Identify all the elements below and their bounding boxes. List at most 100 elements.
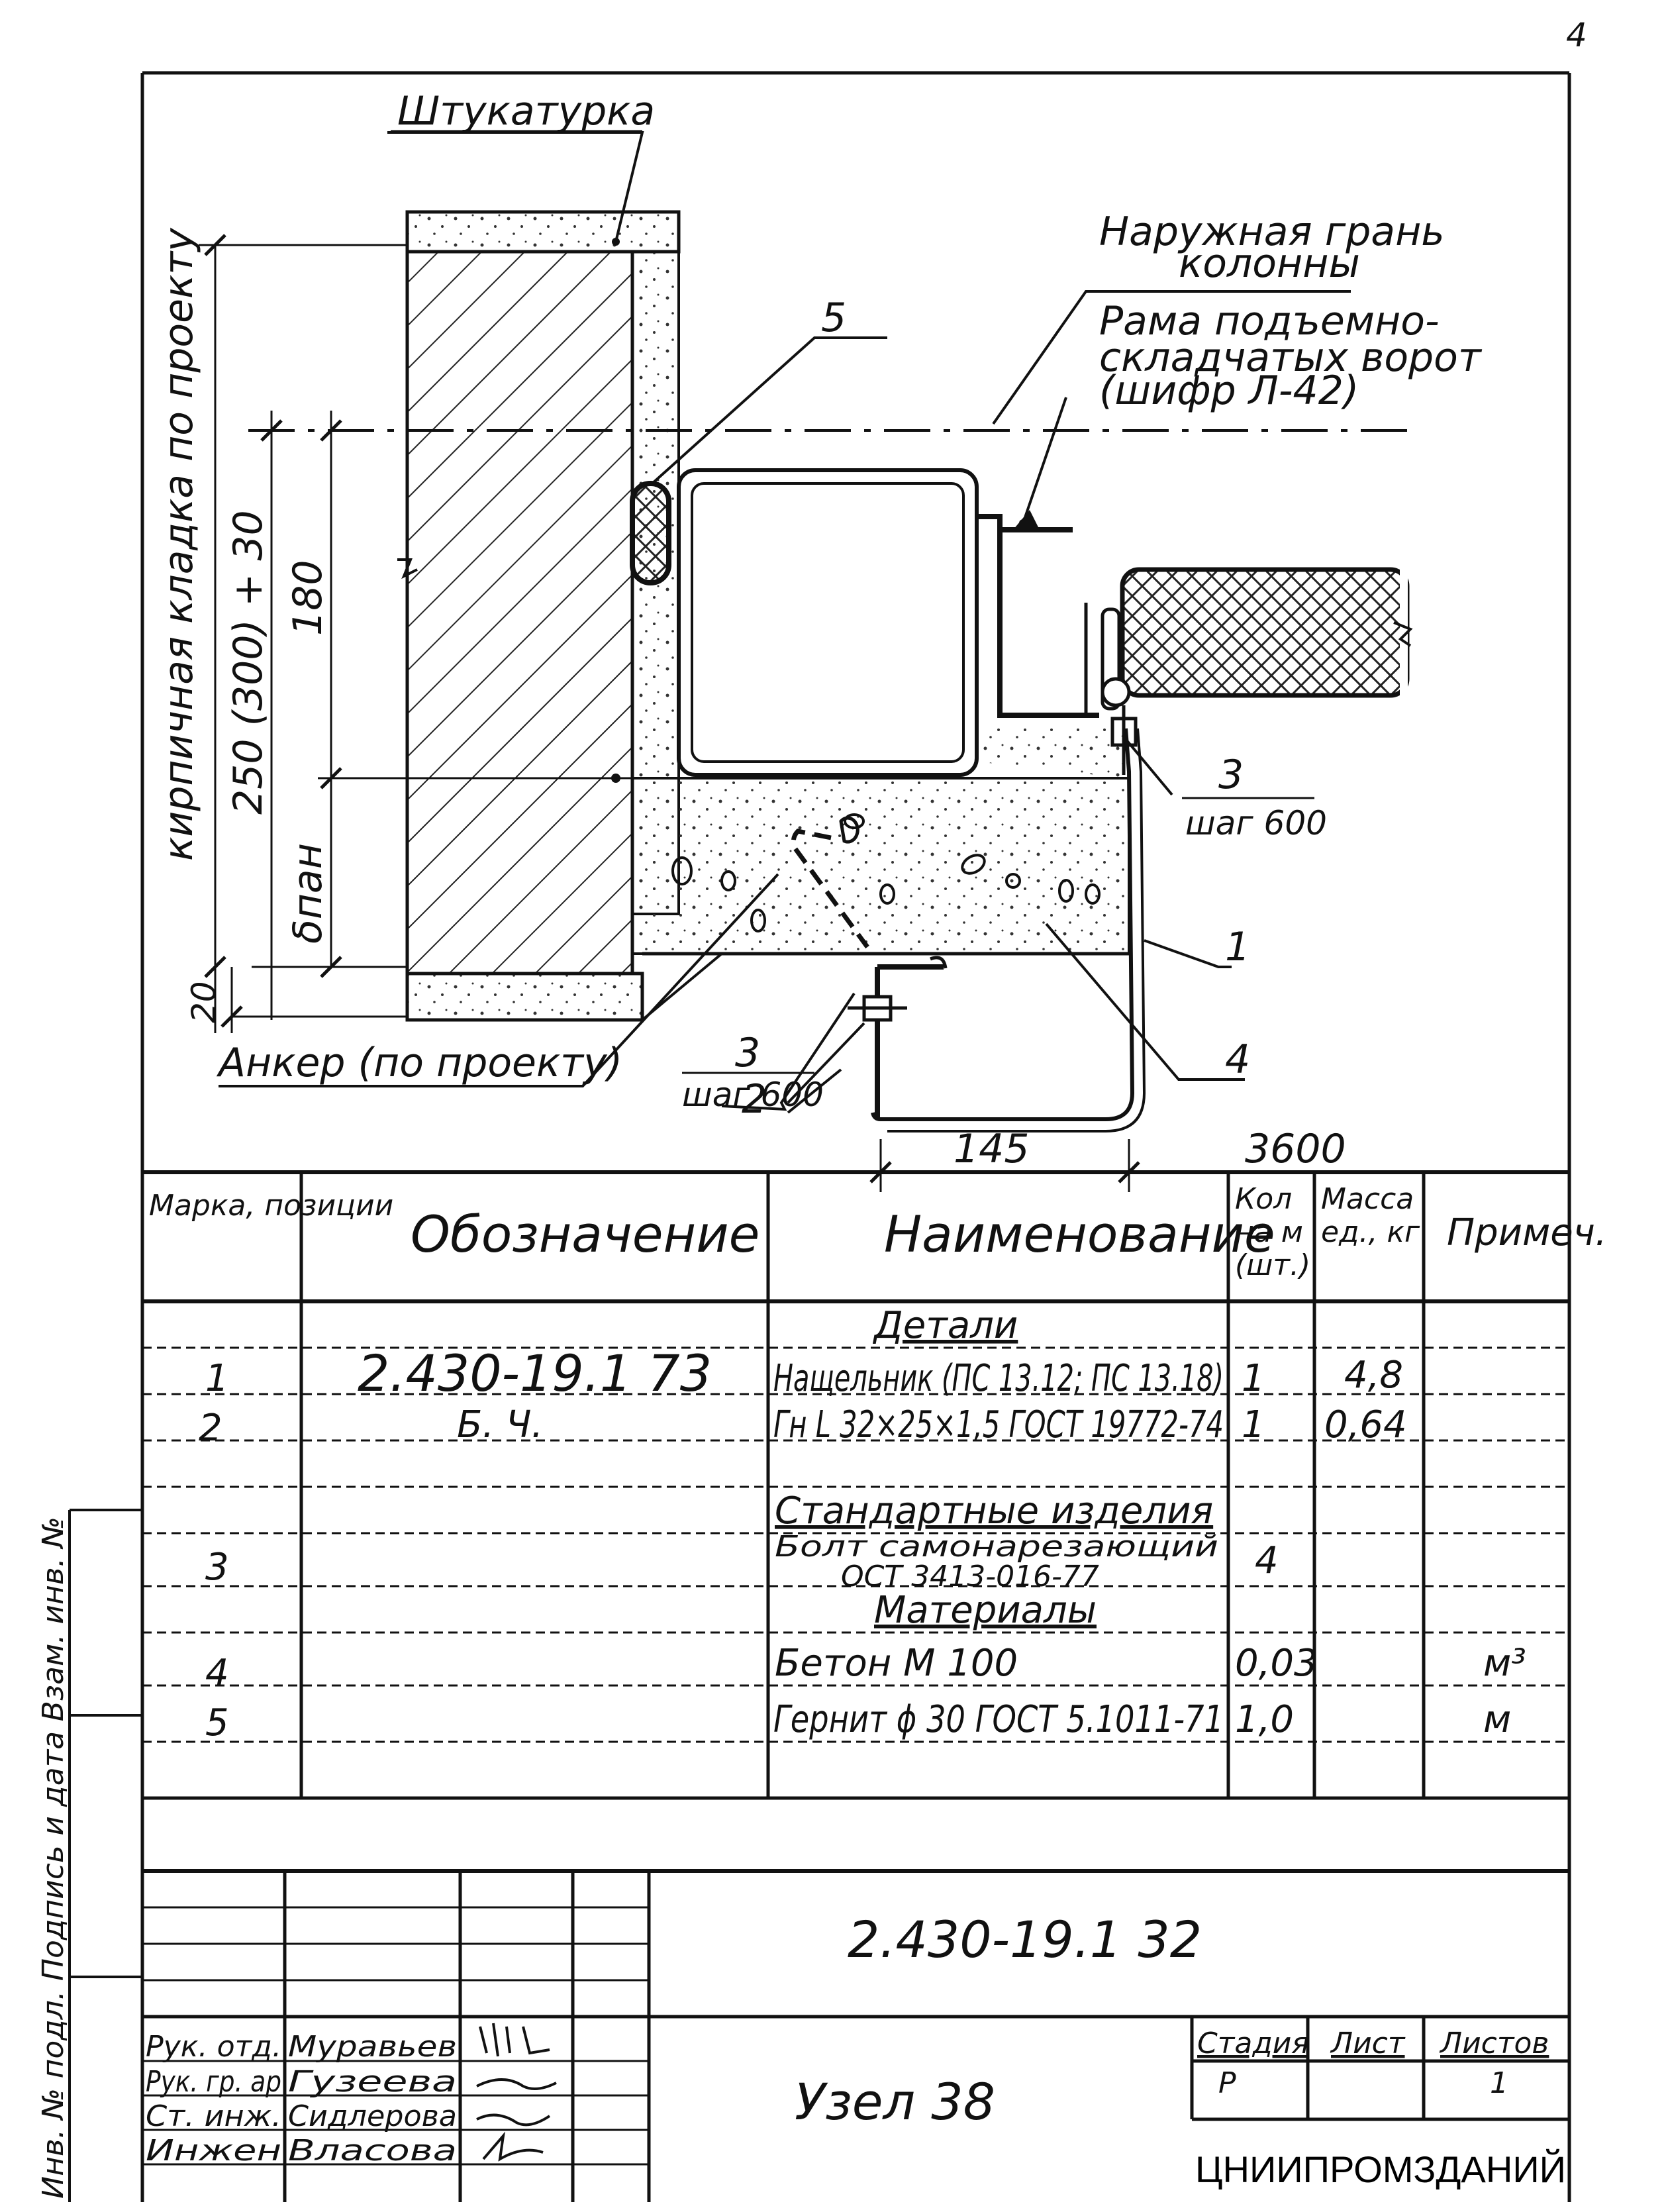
sig3-role: Ст. инж. xyxy=(146,2099,281,2133)
leader-3-right xyxy=(1121,734,1173,796)
row5-note: м xyxy=(1483,1698,1511,1741)
label-masonry: кирпичная кладка по проекту xyxy=(156,227,202,861)
label-frame-3: (шифр Л-42) xyxy=(1099,368,1359,414)
break-line xyxy=(397,558,418,579)
row4-qty: 0,03 xyxy=(1235,1642,1318,1685)
title-block-text: 2.430-19.1 32 Узел 38 Стадия Лист Листов… xyxy=(146,1910,1566,2190)
angle-profile xyxy=(875,964,944,1119)
sheets-label: Листов xyxy=(1439,2027,1549,2060)
leader-plaster xyxy=(387,131,644,242)
node-title: Узел 38 xyxy=(795,2072,995,2131)
gasket xyxy=(630,481,671,585)
bolt-bottom xyxy=(848,995,907,1022)
label-frame-2: складчатых ворот xyxy=(1099,334,1483,381)
cover-strip xyxy=(871,728,1135,1121)
dim-3600: 3600 xyxy=(1245,1126,1346,1172)
spec-sections: Детали Стандартные изделия Материалы xyxy=(775,1304,1213,1632)
row1-mass: 4,8 xyxy=(1344,1354,1403,1397)
row2-mark: 2 xyxy=(199,1407,222,1450)
sig4-name: Власова xyxy=(288,2134,457,2168)
plaster-top xyxy=(405,210,681,254)
row3-name: Болт самонарезающий xyxy=(775,1530,1218,1564)
row1-name: Нащельник (ПС 13.12; ПС 13.18) xyxy=(773,1357,1224,1400)
dim-pan: δпан xyxy=(285,843,331,944)
frame-flange xyxy=(977,514,1099,718)
stage-label: Стадия xyxy=(1197,2027,1309,2060)
label-step-right: шаг 600 xyxy=(1185,804,1327,842)
leader-2b xyxy=(787,1022,865,1104)
leader-outer-face xyxy=(992,290,1351,425)
section-standard: Стандартные изделия xyxy=(775,1489,1213,1533)
sheet-frame xyxy=(140,71,1571,2202)
label-pos-4: 4 xyxy=(1225,1036,1250,1083)
label-pos-2: 2 xyxy=(742,1076,767,1123)
header-designation: Обозначение xyxy=(411,1205,760,1264)
section-materials: Материалы xyxy=(874,1589,1097,1632)
spec-table xyxy=(142,1170,1569,1873)
leader-1 xyxy=(1144,939,1232,968)
dim-20: 20 xyxy=(185,981,223,1023)
row4-note: м³ xyxy=(1483,1642,1526,1685)
header-qty-2: на м xyxy=(1235,1215,1303,1249)
gate-panel xyxy=(1120,567,1410,698)
row4-mark: 4 xyxy=(205,1652,229,1695)
section-drawing xyxy=(199,131,1430,1192)
header-name: Наименование xyxy=(884,1205,1275,1264)
title-block xyxy=(142,1871,1569,2202)
label-pos-1: 1 xyxy=(1225,924,1250,970)
label-plaster: Штукатурка xyxy=(397,88,655,134)
leader-frame xyxy=(1022,397,1067,524)
sheet-label: Лист xyxy=(1330,2027,1406,2060)
sig3-name: Сидлерова xyxy=(288,2099,457,2133)
sig1-role: Рук. отд. xyxy=(146,2030,281,2064)
dim-180: 180 xyxy=(285,560,331,636)
spec-headers: Марка, позиции Обозначение Наименование … xyxy=(149,1182,1607,1282)
header-mass-2: ед., кг xyxy=(1321,1215,1420,1249)
header-note: Примеч. xyxy=(1447,1211,1607,1254)
row5-qty: 1,0 xyxy=(1235,1698,1294,1741)
brick-wall xyxy=(405,250,634,976)
anchor xyxy=(791,829,869,949)
leader-5 xyxy=(651,336,887,485)
row2-qty: 1 xyxy=(1242,1403,1265,1446)
row5-name: Гернит ϕ 30 ГОСТ 5.1011-71 xyxy=(773,1698,1224,1741)
label-outer-face-1: Наружная грань xyxy=(1099,209,1445,255)
sheets-value: 1 xyxy=(1490,2066,1508,2100)
label-outer-face-2: колонны xyxy=(1179,240,1360,287)
margin-stamp-text: Инв. № подл. Подпись и дата Взам. инв. № xyxy=(36,1517,70,2199)
leader-plaster-bottom xyxy=(641,952,723,1021)
row4-name: Бетон М 100 xyxy=(775,1642,1018,1685)
row3-qty: 4 xyxy=(1255,1539,1279,1582)
label-anchor: Анкер (по проекту) xyxy=(216,1040,622,1086)
row2-mass: 0,64 xyxy=(1324,1403,1407,1446)
header-qty-3: (шт.) xyxy=(1235,1248,1310,1282)
row5-mark: 5 xyxy=(205,1701,229,1744)
label-pos-3-right: 3 xyxy=(1218,752,1244,798)
concrete-block xyxy=(631,777,1130,955)
label-frame-1: Рама подъемно- xyxy=(1099,298,1440,344)
handwritten-signatures xyxy=(476,2023,557,2162)
doc-code: 2.430-19.1 32 xyxy=(848,1910,1202,1969)
margin-stamp xyxy=(68,1509,142,2202)
org-name: ЦНИИПРОМЗДАНИЙ xyxy=(1195,2148,1566,2190)
row1-mark: 1 xyxy=(205,1357,229,1400)
label-pos-3-bottom: 3 xyxy=(735,1030,760,1076)
sig2-name: Гузеева xyxy=(288,2065,457,2099)
sig2-role: Рук. гр. ар xyxy=(146,2065,281,2099)
header-qty-1: Кол xyxy=(1235,1182,1292,1216)
leader-anchor xyxy=(219,873,779,1087)
section-details: Детали xyxy=(872,1304,1018,1347)
leader-2 xyxy=(721,992,856,1111)
row1-qty: 1 xyxy=(1242,1357,1265,1400)
spec-rows: 1 2.430-19.1 73 Нащельник (ПС 13.12; ПС … xyxy=(199,1344,1526,1744)
leader-4 xyxy=(1045,923,1245,1081)
page-number: 4 xyxy=(1566,16,1587,54)
sig1-name: Муравьев xyxy=(288,2030,457,2064)
sig4-role: Инжен xyxy=(146,2134,281,2168)
row3-name2: ОСТ 3413-016-77 xyxy=(841,1560,1099,1593)
label-step-bottom: шаг 600 xyxy=(682,1076,824,1114)
plaster-bottom xyxy=(405,972,644,1022)
header-mark-1: Марка, позиции xyxy=(149,1189,393,1223)
dim-145: 145 xyxy=(954,1126,1030,1172)
